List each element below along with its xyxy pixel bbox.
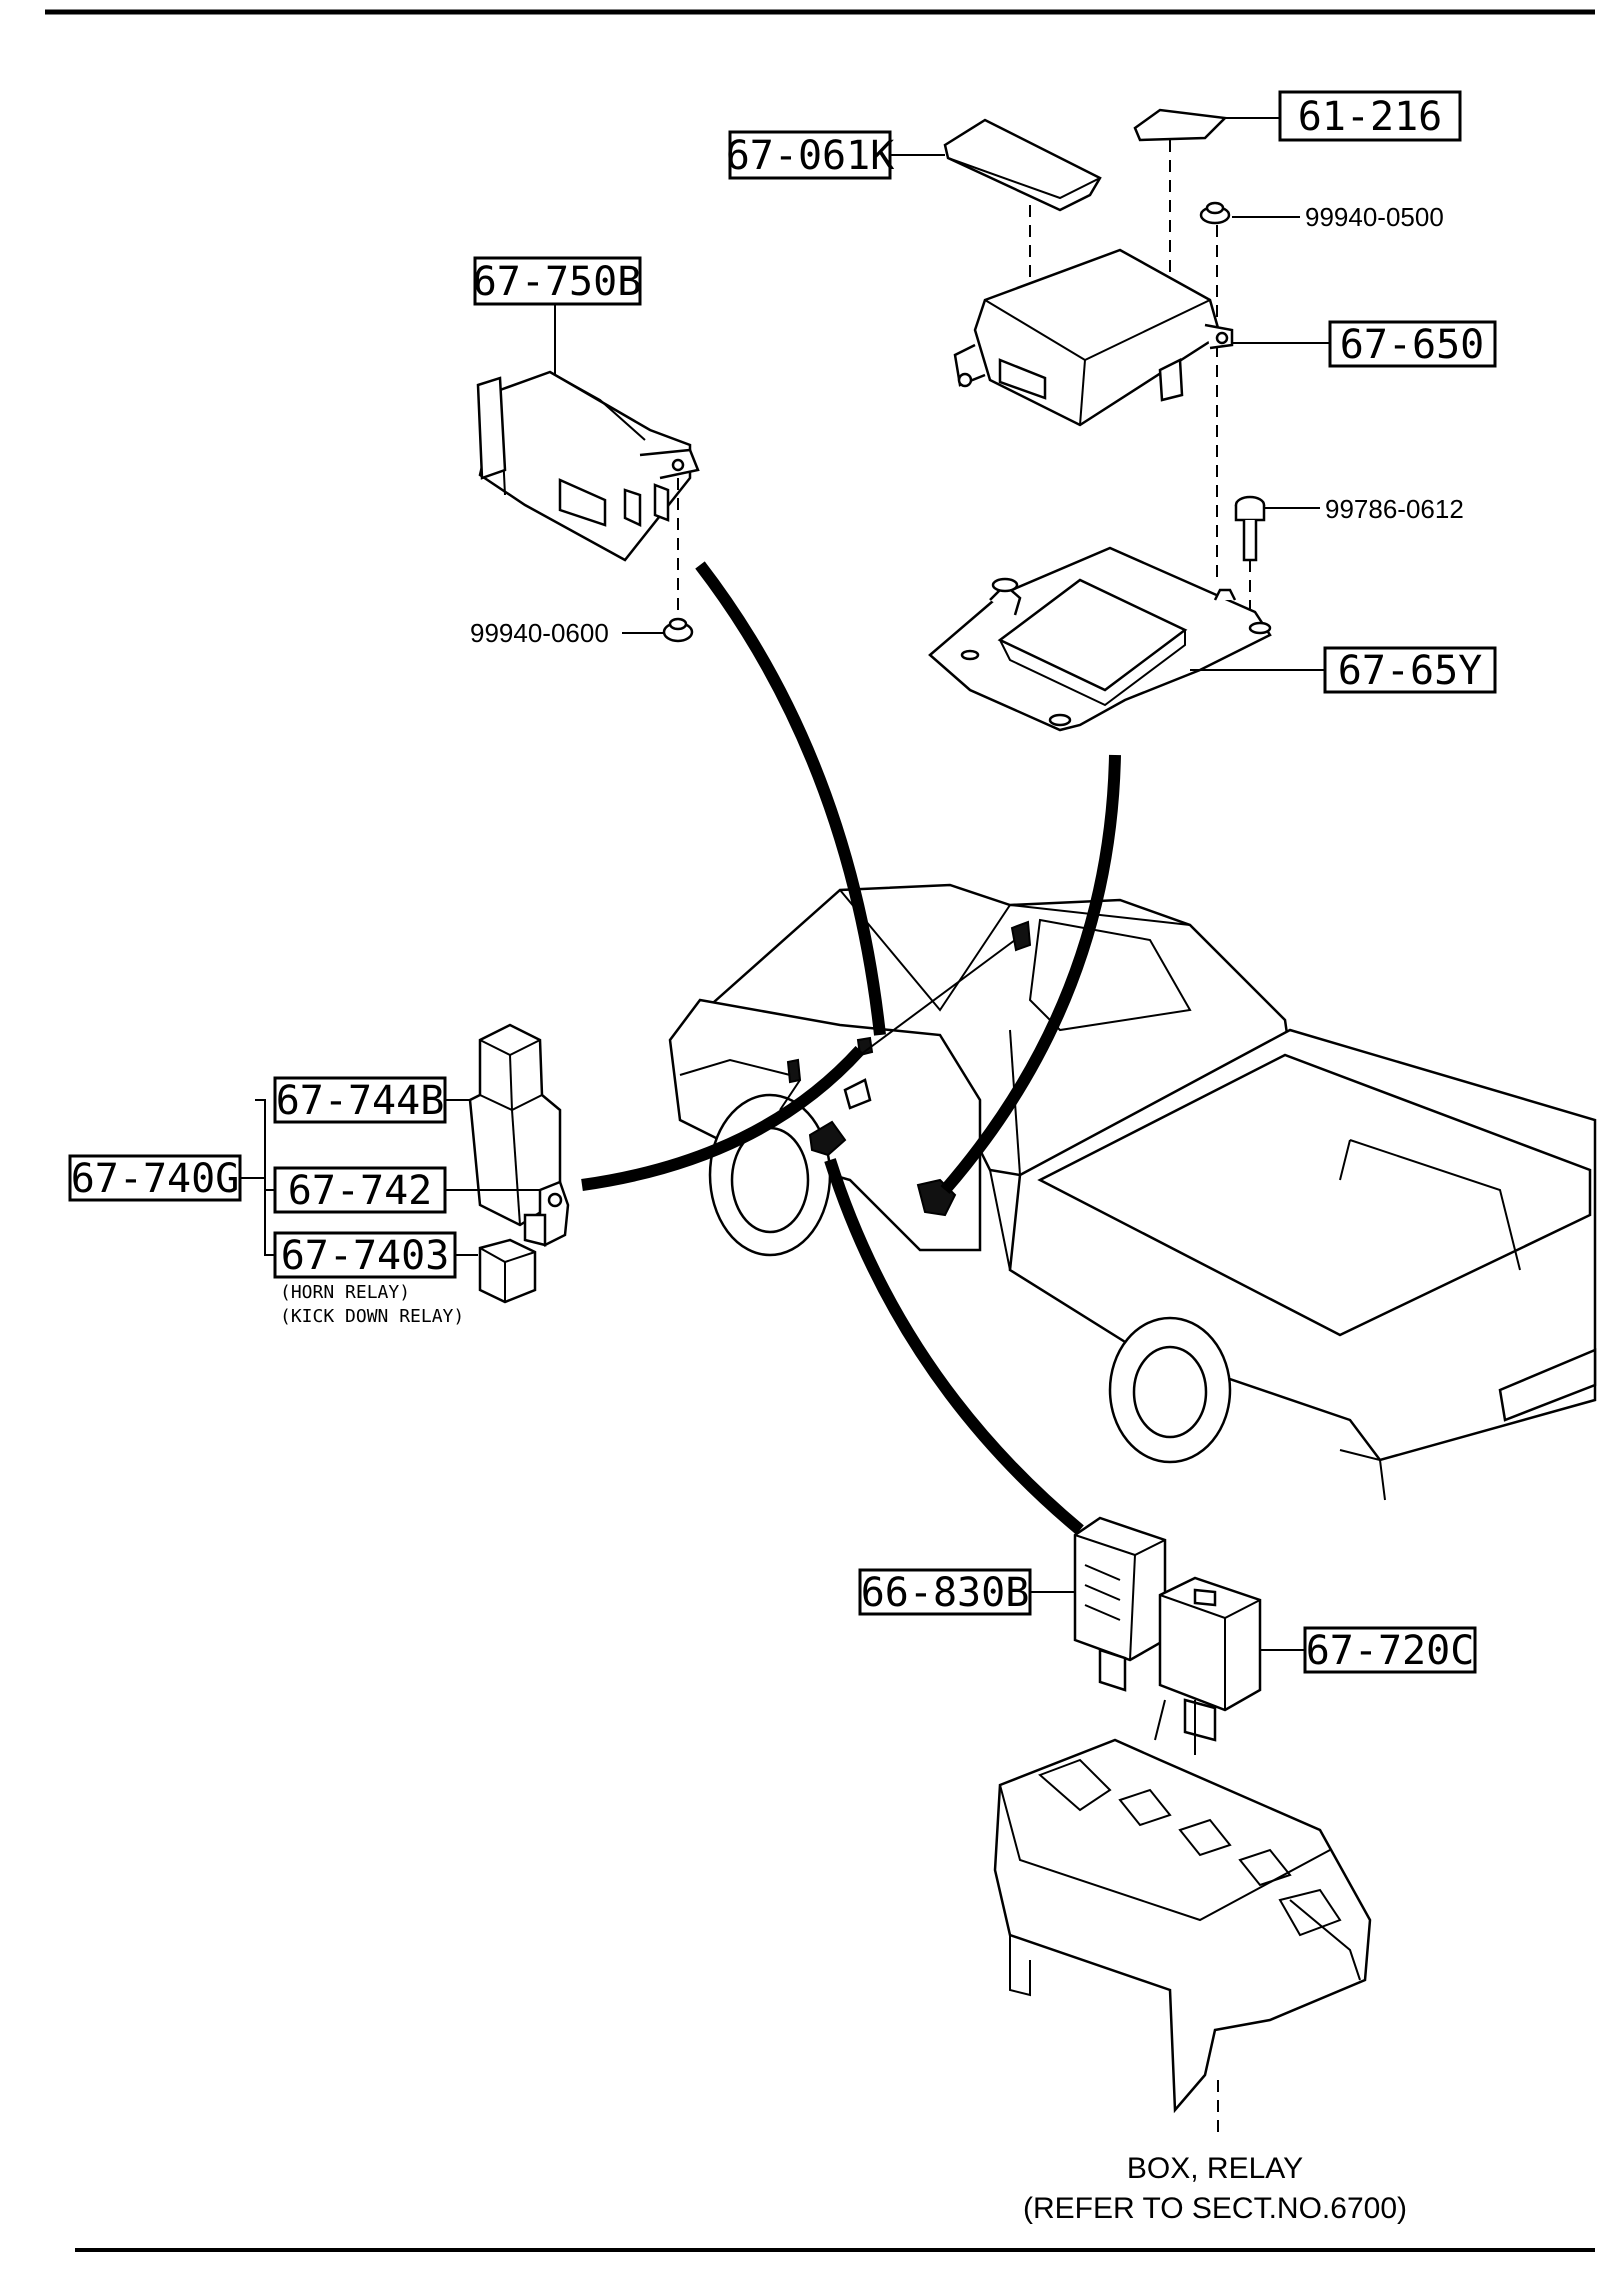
cover-plate-small — [1133, 108, 1228, 142]
callout-67-742[interactable]: 67-742 — [273, 1166, 447, 1214]
relay-box — [993, 1699, 1372, 2114]
callout-67-65y[interactable]: 67-65Y — [1323, 646, 1497, 694]
leader-relay-box — [824, 1158, 1084, 1535]
callout-label: 67-650 — [1340, 322, 1485, 368]
nut-icon — [1199, 201, 1231, 225]
cover-plate-large — [943, 118, 1102, 212]
relay-7403 — [478, 1238, 537, 1304]
leader-740g — [581, 1045, 865, 1191]
mounting-bracket — [928, 546, 1272, 732]
callout-label: 67-061K — [726, 133, 895, 179]
callout-label: 67-7403 — [281, 1233, 450, 1279]
caption-refer-section: (REFER TO SECT.NO.6700) — [1023, 2192, 1407, 2225]
callout-label: 67-720C — [1306, 1628, 1475, 1674]
callout-61-216[interactable]: 61-216 — [1278, 90, 1462, 142]
relay-module-750b — [476, 370, 700, 562]
note-horn-relay: (HORN RELAY) — [280, 1282, 410, 1303]
control-unit — [953, 248, 1234, 427]
callout-label: 61-216 — [1298, 94, 1443, 140]
part-number-99940-0600: 99940-0600 — [470, 618, 609, 648]
part-number-99786-0612: 99786-0612 — [1325, 494, 1464, 524]
leader-750b — [695, 561, 886, 1036]
callout-label: 67-742 — [288, 1168, 433, 1214]
bolt-icon — [1234, 495, 1266, 562]
callout-label: 67-740G — [71, 1156, 240, 1202]
relay-720c — [1158, 1576, 1262, 1742]
callout-67-061k[interactable]: 67-061K — [726, 130, 895, 180]
nut-icon — [662, 617, 694, 643]
relay-830b — [1073, 1516, 1167, 1692]
caption-box-relay: BOX, RELAY — [1127, 2152, 1303, 2185]
callout-66-830b[interactable]: 66-830B — [858, 1568, 1032, 1616]
callout-label: 67-65Y — [1338, 648, 1483, 694]
relay-bracket-742 — [523, 1180, 570, 1247]
callout-label: 66-830B — [861, 1570, 1030, 1616]
leader-65y — [940, 754, 1121, 1194]
note-kick-down-relay: (KICK DOWN RELAY) — [280, 1306, 464, 1327]
callout-67-720c[interactable]: 67-720C — [1303, 1626, 1477, 1674]
callout-67-7403[interactable]: 67-7403 — [273, 1231, 457, 1279]
pickup-truck-illustration — [668, 883, 1597, 1501]
callout-67-740g[interactable]: 67-740G — [68, 1154, 242, 1202]
callout-label: 67-744B — [276, 1078, 445, 1124]
part-number-99940-0500: 99940-0500 — [1305, 202, 1444, 232]
callout-67-650[interactable]: 67-650 — [1328, 320, 1497, 368]
callout-67-744b[interactable]: 67-744B — [273, 1076, 447, 1124]
callout-label: 67-750B — [473, 259, 642, 305]
callout-67-750b[interactable]: 67-750B — [473, 256, 642, 306]
